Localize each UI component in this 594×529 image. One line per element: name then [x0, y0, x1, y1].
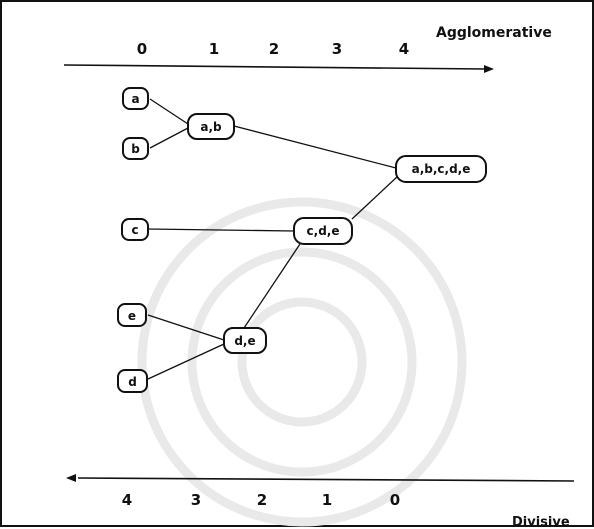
top-tick-1: 1 — [209, 40, 219, 58]
top-tick-3: 3 — [332, 40, 342, 58]
bottom-tick-4: 4 — [122, 491, 132, 509]
top-tick-0: 0 — [137, 40, 147, 58]
node-abcde-label: a,b,c,d,e — [412, 162, 471, 176]
top-axis-arrowhead — [484, 65, 494, 73]
node-de-label: d,e — [234, 334, 255, 348]
node-e: e — [117, 303, 147, 327]
edge-a-ab — [149, 98, 189, 125]
bottom-axis: 4 3 2 1 0 — [66, 474, 575, 509]
bottom-tick-0: 0 — [390, 491, 400, 509]
bottom-tick-1: 1 — [322, 491, 332, 509]
node-c-label: c — [131, 223, 138, 237]
node-b: b — [122, 137, 149, 160]
node-a: a — [122, 87, 149, 110]
watermark-rosette — [137, 197, 467, 527]
node-cde-label: c,d,e — [307, 224, 340, 238]
top-axis: 0 1 2 3 4 — [63, 40, 494, 73]
node-de: d,e — [223, 327, 267, 354]
bottom-axis-arrowhead — [66, 474, 76, 482]
node-d-label: d — [128, 375, 137, 389]
edges — [147, 98, 399, 380]
agglomerative-label: Agglomerative — [436, 25, 552, 41]
edge-de-cde — [243, 243, 301, 329]
edge-d-de — [147, 343, 225, 380]
bottom-tick-2: 2 — [257, 491, 267, 509]
top-tick-4: 4 — [399, 40, 409, 58]
bottom-tick-3: 3 — [191, 491, 201, 509]
node-ab-label: a,b — [200, 120, 222, 134]
node-b-label: b — [131, 142, 140, 156]
node-cde: c,d,e — [293, 217, 353, 245]
edge-cde-abcde — [351, 175, 399, 220]
node-ab: a,b — [187, 113, 235, 140]
edge-e-de — [147, 314, 225, 341]
bottom-axis-line — [77, 477, 575, 482]
edge-b-ab — [149, 127, 189, 149]
edge-ab-abcde — [233, 125, 397, 169]
edge-c-cde — [147, 228, 295, 232]
top-axis-line — [63, 64, 487, 70]
node-a-label: a — [131, 92, 139, 106]
top-tick-2: 2 — [269, 40, 279, 58]
divisive-label: Divisive — [512, 515, 570, 529]
node-c: c — [121, 218, 149, 241]
node-d: d — [117, 369, 148, 393]
node-e-label: e — [128, 309, 136, 323]
node-abcde: a,b,c,d,e — [395, 155, 487, 183]
